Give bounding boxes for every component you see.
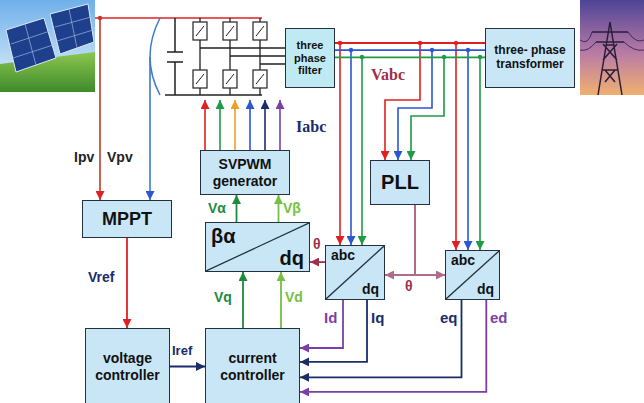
signal-connector <box>415 205 445 275</box>
node-text: three phase filter <box>289 39 331 77</box>
signal-label: Iq <box>371 310 384 327</box>
voltage-sense-wire <box>149 57 151 200</box>
node-text: voltage controller <box>89 350 166 382</box>
node-text: abc <box>451 253 475 268</box>
signal-connector <box>385 205 415 275</box>
signal-connector <box>300 300 343 348</box>
mppt-block: MPPT <box>82 200 172 238</box>
controller-block: current controller <box>205 328 300 403</box>
signal-label: ed <box>490 310 508 327</box>
node-text: MPPT <box>86 209 168 230</box>
gate-signal <box>234 100 236 150</box>
filter-box: three phase filter <box>285 28 335 88</box>
signal-label: Vref <box>88 270 114 285</box>
transmission-tower <box>592 22 628 95</box>
signal-connector <box>310 261 325 263</box>
igbt-detail <box>196 26 264 84</box>
current-sense-wire <box>99 18 101 200</box>
transform-block: abc dq <box>325 245 385 300</box>
voltage-tap <box>411 57 444 160</box>
gate-signal <box>264 100 266 150</box>
signal-label: Vq <box>214 290 232 305</box>
gate-signal <box>249 100 251 150</box>
node-text: dq <box>477 282 494 297</box>
angle-label: θ <box>405 279 413 294</box>
capacitor-symbol <box>167 18 183 95</box>
signal-connector <box>300 300 367 362</box>
solar-panel <box>6 18 56 72</box>
signal-label: Vd <box>285 290 303 305</box>
voltage-tap <box>455 43 457 250</box>
signal-connector <box>278 195 280 222</box>
solar-photo-sky <box>0 0 95 92</box>
dc-bus-positive <box>95 17 262 19</box>
svpwm-block: SVPWM generator <box>200 150 290 195</box>
transform-block: abcdq <box>445 250 500 300</box>
signal-connector <box>280 272 282 328</box>
signal-connector <box>300 300 462 377</box>
node-text: SVPWM generator <box>204 156 286 188</box>
node-text: three- phase transformer <box>489 44 571 72</box>
voltage-tap <box>467 50 469 250</box>
current-tap <box>350 50 352 245</box>
grid-photo-sky <box>580 0 644 95</box>
solar-panel-grid <box>11 24 53 65</box>
signal-label: eq <box>440 310 458 327</box>
node-text: current controller <box>209 350 296 382</box>
junction-dot <box>98 16 102 20</box>
signal-connector <box>300 300 486 392</box>
node-text: βα <box>211 225 236 247</box>
signal-label: Vα <box>208 201 226 216</box>
transform-diagonal-line <box>206 223 309 271</box>
transform-diagonal-line <box>326 246 384 299</box>
signal-label: Iref <box>172 344 192 358</box>
solar-panel <box>50 4 94 54</box>
gate-signal <box>279 100 281 150</box>
signal-connector <box>335 49 485 51</box>
transform-diagonal-line <box>446 251 499 299</box>
solar-panel-grid <box>55 9 93 48</box>
signal-connector <box>170 366 205 368</box>
transformer-box: three- phase transformer <box>485 28 575 88</box>
signal-label: Vpv <box>107 150 133 165</box>
node-text: PLL <box>374 171 426 194</box>
signal-connector <box>335 57 485 59</box>
inverter-output <box>200 48 285 64</box>
signal-label: θ <box>313 237 321 252</box>
transform-block: βα dq <box>205 222 310 272</box>
dc-link-wire <box>150 18 160 95</box>
current-tap <box>339 43 341 245</box>
power-lines <box>580 32 644 50</box>
voltage-tap <box>479 57 481 250</box>
voltage-tap <box>385 43 420 160</box>
signal-label: Iabc <box>296 118 326 136</box>
dc-bus-negative <box>165 94 262 96</box>
pll-block: PLL <box>370 160 430 205</box>
controller-block: voltage controller <box>85 328 170 403</box>
current-tap <box>361 57 363 245</box>
signal-label: Vabc <box>371 66 405 84</box>
node-text: dq <box>362 282 379 297</box>
node-text: dq <box>280 247 304 269</box>
signal-connector <box>126 238 128 328</box>
signal-connector <box>335 42 485 44</box>
gate-signal <box>219 100 221 150</box>
signal-connector <box>236 195 238 222</box>
node-text: abc <box>331 248 355 263</box>
signal-label: Ipv <box>74 150 94 165</box>
signal-label: Vβ <box>283 201 301 216</box>
signal-connector <box>242 272 244 328</box>
signal-label: Id <box>324 310 337 327</box>
gate-signal <box>204 100 206 150</box>
